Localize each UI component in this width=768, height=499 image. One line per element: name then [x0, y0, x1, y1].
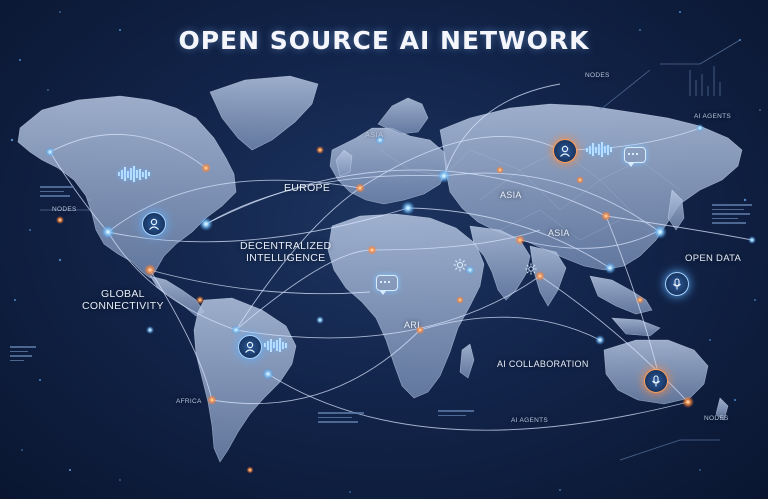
- label-nodes-bottom: NODES: [704, 415, 729, 422]
- user-icon: [149, 218, 159, 230]
- hud-lines-left: [40, 186, 80, 200]
- label-decentralized-line1: DECENTRALIZED: [240, 240, 332, 252]
- gear-icon: [525, 263, 537, 275]
- nodes-blue: [45, 124, 756, 385]
- hud-lines-left-lower: [10, 346, 40, 364]
- label-ari: ARI: [404, 320, 420, 330]
- label-decentralized-line2: INTELLIGENCE: [245, 252, 326, 265]
- label-ai-collaboration: AI COLLABORATION: [497, 359, 589, 369]
- label-global-connectivity: GLOBAL CONNECTIVITY: [82, 288, 164, 312]
- nodes-orange: [56, 146, 694, 474]
- label-asia-right: ASIA: [500, 190, 522, 200]
- microphone-badge-east-asia: [665, 272, 689, 296]
- star-particles: [10, 11, 761, 493]
- user-badge-south-america: [238, 335, 262, 359]
- microphone-icon: [673, 278, 681, 290]
- gear-icon: [453, 258, 467, 272]
- label-global-line1: GLOBAL: [100, 288, 145, 300]
- hud-lines-bottom: [318, 412, 368, 426]
- microphone-badge-australia: [644, 369, 668, 393]
- label-africa: AFRICA: [176, 398, 202, 405]
- label-decentralized-intelligence: DECENTRALIZED INTELLIGENCE: [240, 240, 331, 264]
- microphone-icon: [652, 375, 660, 387]
- label-ai-agents-bottom: AI AGENTS: [511, 417, 549, 424]
- label-global-line2: CONNECTIVITY: [82, 300, 164, 313]
- waveform-icon-north-america: [118, 166, 150, 182]
- label-nodes-left: NODES: [52, 206, 77, 213]
- hud-accents: [40, 39, 741, 461]
- hud-lines-bottom-2: [438, 410, 478, 419]
- hud-lines-right: [712, 204, 756, 227]
- waveform-icon-south-america: [264, 338, 287, 352]
- user-icon: [560, 145, 570, 157]
- network-mesh: [379, 149, 681, 241]
- label-asia-mid: ASIA: [548, 228, 570, 238]
- label-europe: EUROPE: [284, 182, 331, 194]
- user-icon: [245, 341, 255, 353]
- user-badge-asia: [553, 139, 577, 163]
- chat-bubble-icon-africa: [376, 275, 398, 295]
- connection-arcs: [49, 83, 753, 431]
- user-badge-north-america: [142, 212, 166, 236]
- label-nodes-top: NODES: [585, 72, 610, 79]
- label-asia-top: ASIA: [365, 130, 384, 139]
- page-title: OPEN SOURCE AI NETWORK: [178, 26, 590, 55]
- waveform-icon-asia: [586, 142, 612, 157]
- label-ai-agents-top: AI AGENTS: [694, 113, 732, 120]
- chat-bubble-icon-asia: [624, 147, 646, 167]
- label-open-data: OPEN DATA: [685, 253, 742, 264]
